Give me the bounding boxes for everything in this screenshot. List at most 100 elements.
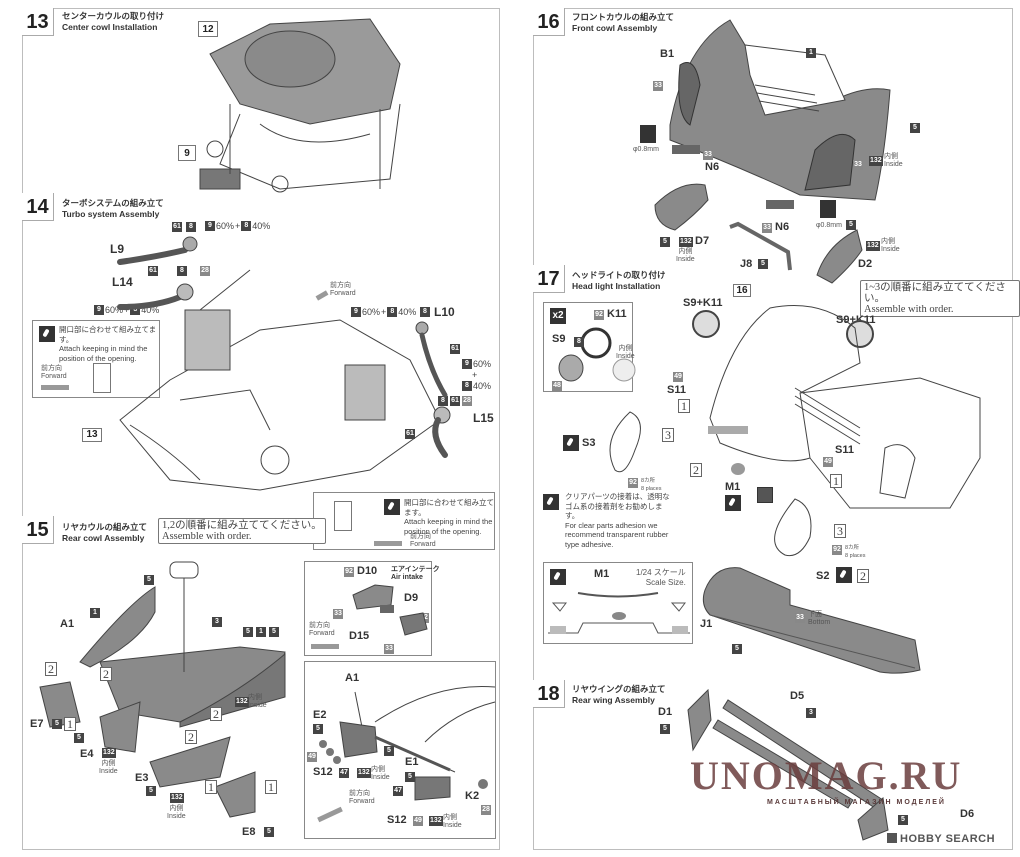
callout-33e: 33	[853, 160, 863, 170]
callout-48: 48	[552, 381, 562, 391]
part-A1-detail: A1	[345, 672, 360, 684]
paint-plus: +	[235, 221, 241, 231]
part-L9: L9	[110, 242, 125, 256]
part-L10: L10	[434, 305, 455, 319]
step-15-title: リヤカウルの組み立て Rear cowl Assembly	[62, 522, 147, 544]
part-D5: D5	[790, 690, 805, 702]
paint-a: 9	[462, 359, 472, 369]
callout-47a: 47	[339, 768, 349, 778]
emblem-M1-icon	[731, 463, 745, 475]
order-step-1a: 1	[64, 717, 76, 731]
forward-en: Forward	[349, 798, 375, 805]
drill-size-b: φ0.8mm	[816, 222, 842, 229]
callout-92a: 92	[344, 567, 354, 577]
forward-arrow-icon	[374, 541, 402, 546]
forward-en: Forward	[330, 290, 356, 297]
inside-jp: 内側	[618, 345, 633, 352]
step-15-number: 15	[22, 516, 54, 544]
callout-49d: 49	[823, 457, 833, 467]
callout-5f: 5	[146, 786, 156, 796]
callout-28b: 28	[462, 396, 472, 406]
paint-b: 8	[130, 305, 141, 315]
inside-en: Inside	[881, 246, 900, 253]
part-D2-drawing	[816, 229, 863, 284]
part-D10: D10	[357, 565, 378, 577]
step-13-title-en: Center cowl Installation	[62, 22, 158, 32]
step-17-title-en: Head light Installation	[572, 281, 661, 291]
part-D7-drawing	[654, 183, 709, 231]
inside-jp: 内側	[678, 248, 693, 255]
callout-49a: 49	[307, 752, 317, 762]
callout-61: 61	[172, 222, 182, 232]
callout-28: 28	[200, 266, 210, 276]
inside-en: Inside	[99, 768, 118, 775]
callout-5e: 5	[74, 733, 84, 743]
callout-5k: 5	[910, 123, 920, 133]
step-16-title: フロントカウルの組み立て Front cowl Assembly	[572, 12, 674, 34]
forward-label-right: 前方向 Forward	[410, 533, 436, 549]
callout-5o: 5	[732, 644, 742, 654]
ref-step-12: 12	[198, 21, 218, 37]
order-step-3b: 3	[834, 524, 846, 538]
part-B1: B1	[660, 48, 675, 60]
order-step-1d: 1	[678, 399, 690, 413]
air-intake-drawing	[352, 584, 428, 636]
opening-diagram	[93, 363, 111, 393]
part-D15: D15	[349, 630, 370, 642]
paint-plus: +	[381, 307, 387, 317]
paint-b: 8	[462, 381, 472, 391]
note-jp: 開口部に合わせて組み立てます。	[59, 325, 157, 344]
order-note-jp: 1~3の順番に組み立ててください。	[864, 282, 1006, 304]
callout-47b: 47	[393, 786, 403, 796]
callout-33g: 33	[795, 613, 805, 623]
part-E2: E2	[313, 709, 327, 721]
callout-132a: 132	[235, 697, 249, 707]
callout-5n: 5	[846, 220, 856, 230]
part-S2-drawing	[774, 498, 812, 557]
center-cowl-drawing	[199, 18, 401, 193]
part-S3: S3	[582, 437, 596, 449]
ref-part-9: 9	[178, 145, 196, 161]
inside-en: Inside	[371, 774, 390, 781]
callout-49c: 49	[673, 372, 683, 382]
step-14-title: ターボシステムの組み立て Turbo system Assembly	[62, 198, 164, 220]
callout-5a: 5	[144, 575, 154, 585]
places-jp: 8カ所	[845, 545, 860, 551]
forward-jp: 前方向	[309, 622, 330, 629]
ref-step-13: 13	[82, 428, 102, 442]
callout-33d: 33	[703, 150, 713, 160]
forward-label-top: 前方向 Forward	[330, 282, 356, 298]
part-S3-drawing	[609, 411, 641, 473]
callout-5b: 5	[243, 627, 253, 637]
part-E1: E1	[405, 756, 419, 768]
callout-61c: 61	[450, 344, 460, 354]
paint-b: 8	[241, 221, 252, 231]
callout-132f: 132	[869, 156, 883, 166]
callout-5q: 5	[898, 815, 908, 825]
part-M1-scale: M1	[594, 568, 610, 580]
places-jp: 8カ所	[641, 478, 656, 484]
side-detail-drawing	[319, 685, 496, 801]
order-step-1e: 1	[830, 474, 842, 488]
callout-61d: 61	[450, 396, 460, 406]
part-S9: S9	[552, 333, 566, 345]
forward-arrow-icon	[317, 806, 343, 823]
callout-33b: 33	[384, 644, 394, 654]
callout-5j: 5	[405, 772, 415, 782]
callout-8d: 8	[438, 396, 448, 406]
glue-icon	[563, 435, 579, 451]
part-E4: E4	[80, 748, 94, 760]
part-K2: K2	[465, 790, 480, 802]
paint-a-pct: 60%	[362, 307, 381, 317]
callout-5l: 5	[660, 237, 670, 247]
clear-parts-note: クリアパーツの接着は、透明なゴム系の接着剤をお勧めします。 For clear …	[565, 492, 675, 549]
opening-note-box-left: 開口部に合わせて組み立てます。 Attach keeping in mind t…	[32, 320, 160, 398]
